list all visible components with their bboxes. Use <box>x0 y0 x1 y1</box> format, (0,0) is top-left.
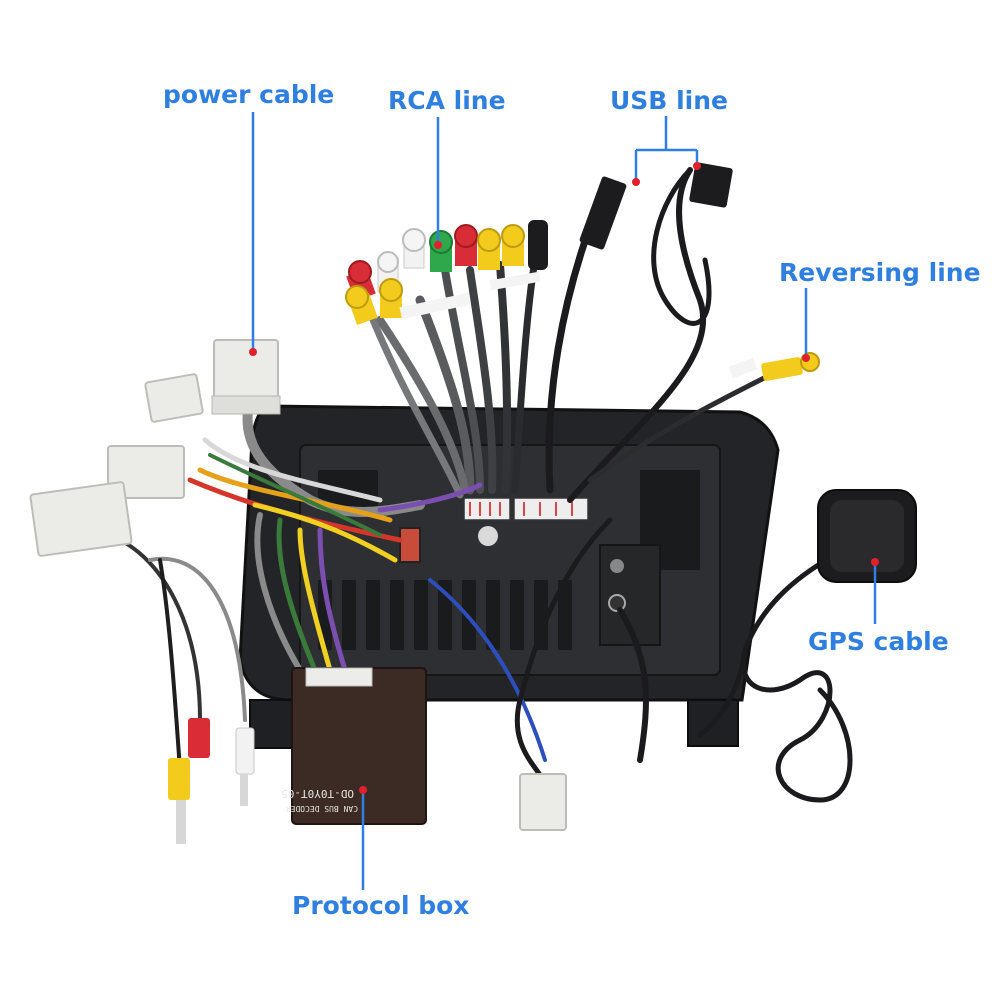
reversing-line-label: Reversing line <box>779 258 981 287</box>
rca-plug-cluster <box>345 220 548 325</box>
bottom-white-connector <box>519 773 567 831</box>
protocol-box-marking-1: OD-T0Y0T-05 <box>281 787 354 800</box>
protocol-box-marking-2: CAN BUS DECODER <box>286 804 358 813</box>
protocol-box-label: Protocol box <box>292 891 470 920</box>
protocol-box: OD-T0Y0T-05 CAN BUS DECODER <box>281 667 427 825</box>
cable-bundle <box>118 167 853 803</box>
head-unit-back-panel <box>238 404 780 749</box>
callout-lines <box>251 112 877 890</box>
usb-line-label: USB line <box>610 86 728 115</box>
callout-markers <box>249 162 879 794</box>
gps-antenna <box>817 489 917 583</box>
rca-line-label: RCA line <box>388 86 506 115</box>
power-cable-label: power cable <box>163 80 335 109</box>
power-connector-block <box>29 339 281 557</box>
bottom-rca-plugs <box>168 718 255 844</box>
gps-cable-label: GPS cable <box>808 627 949 656</box>
usb-connectors <box>579 162 733 250</box>
